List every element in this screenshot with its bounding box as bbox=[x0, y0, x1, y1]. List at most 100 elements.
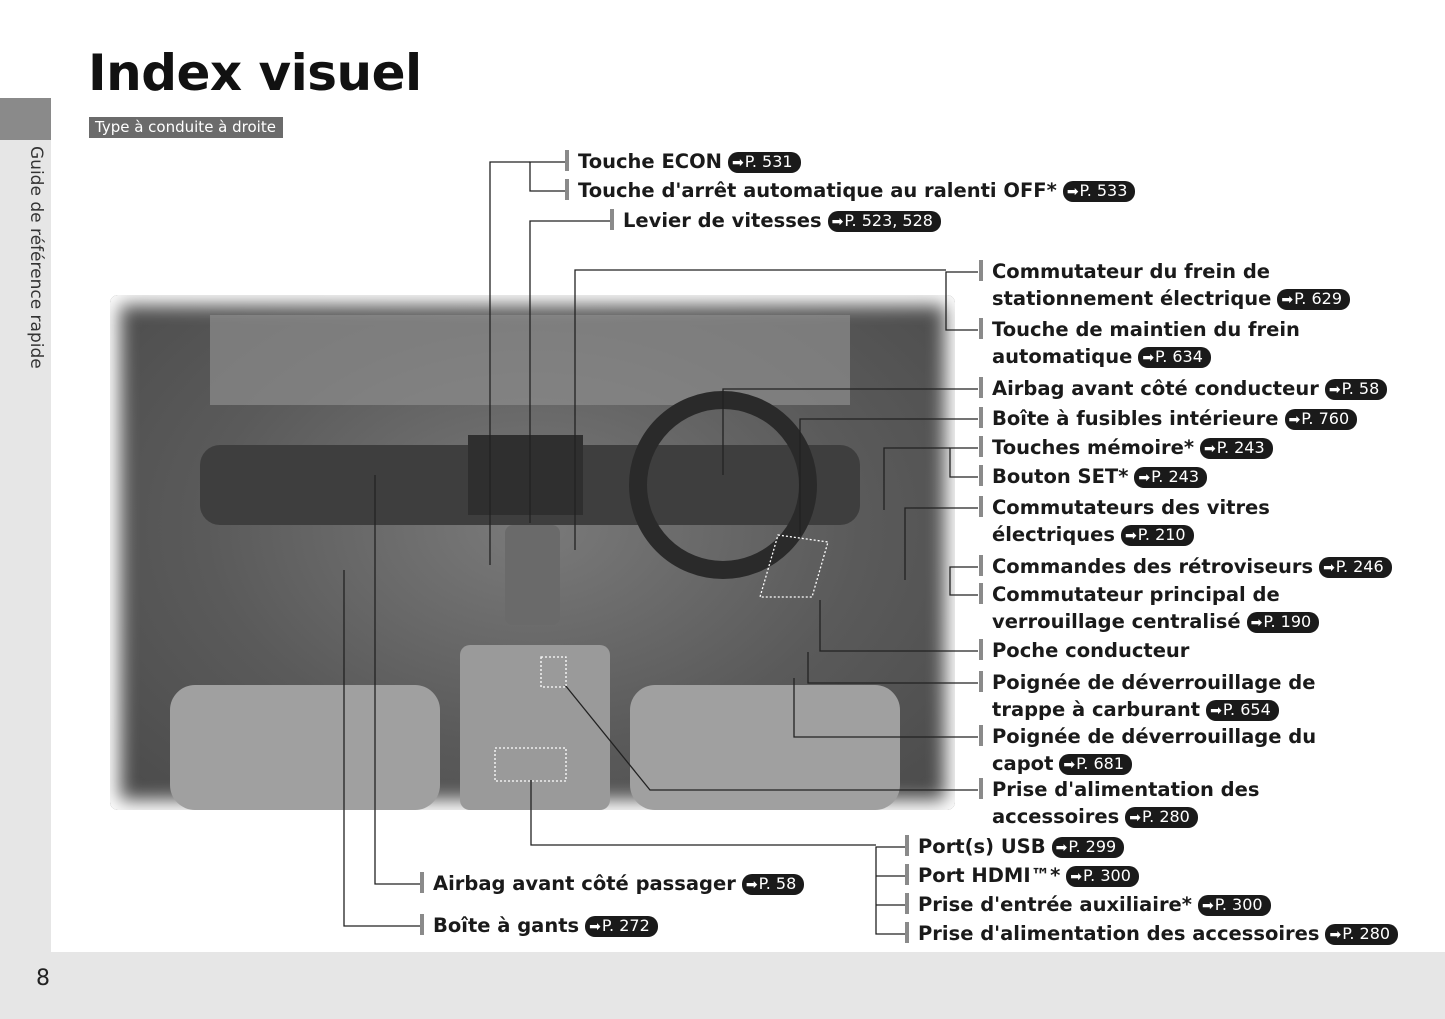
callout-text: verrouillage centralisé bbox=[992, 610, 1241, 633]
page-reference-text: P. 531 bbox=[744, 152, 793, 171]
callout-text: Levier de vitesses bbox=[623, 209, 822, 232]
callout-label: Prise d'entrée auxiliaire*➡P. 300 bbox=[905, 891, 1271, 918]
callout-marker bbox=[979, 318, 983, 339]
page-reference-link[interactable]: ➡P. 190 bbox=[1246, 612, 1320, 633]
callout-label: Commandes des rétroviseurs➡P. 246 bbox=[979, 553, 1392, 580]
arrow-right-icon: ➡ bbox=[1055, 840, 1068, 856]
page-reference-link[interactable]: ➡P. 760 bbox=[1284, 409, 1358, 430]
callout-marker bbox=[905, 835, 909, 856]
page-reference-link[interactable]: ➡P. 523, 528 bbox=[827, 211, 941, 232]
callout-text: Boîte à gants bbox=[433, 914, 580, 937]
arrow-right-icon: ➡ bbox=[1142, 350, 1155, 366]
callout-label: Port HDMI™*➡P. 300 bbox=[905, 862, 1139, 889]
callout-marker bbox=[979, 778, 983, 799]
callout-label: Poignée de déverrouillage de trappe à car… bbox=[979, 669, 1316, 723]
page-reference-text: P. 760 bbox=[1301, 409, 1350, 428]
callout-text: Prise d'entrée auxiliaire* bbox=[918, 893, 1192, 916]
callout-marker bbox=[979, 583, 983, 604]
callout-text: Prise d'alimentation des bbox=[992, 778, 1260, 801]
callout-label: Port(s) USB➡P. 299 bbox=[905, 833, 1125, 860]
callout-label: Touche ECON➡P. 531 bbox=[565, 148, 801, 175]
page-reference-text: P. 190 bbox=[1263, 612, 1312, 631]
page-reference-text: P. 299 bbox=[1068, 837, 1117, 856]
arrow-right-icon: ➡ bbox=[1329, 927, 1342, 943]
callout-marker bbox=[565, 150, 569, 171]
page-reference-link[interactable]: ➡P. 533 bbox=[1062, 181, 1136, 202]
callout-marker bbox=[979, 671, 983, 692]
page-reference-text: P. 58 bbox=[758, 874, 797, 893]
footer-bar bbox=[0, 952, 1445, 1019]
page-reference-link[interactable]: ➡P. 58 bbox=[1324, 379, 1388, 400]
page-reference-link[interactable]: ➡P. 280 bbox=[1325, 924, 1399, 945]
page-reference-link[interactable]: ➡P. 243 bbox=[1200, 438, 1273, 459]
page-reference-text: P. 243 bbox=[1151, 467, 1200, 486]
arrow-right-icon: ➡ bbox=[1066, 184, 1079, 200]
page-reference-link[interactable]: ➡P. 243 bbox=[1134, 467, 1208, 488]
callout-marker bbox=[979, 260, 983, 281]
callout-marker bbox=[420, 872, 424, 893]
page-reference-link[interactable]: ➡P. 629 bbox=[1277, 289, 1351, 310]
page-reference-text: P. 654 bbox=[1222, 700, 1271, 719]
page-reference-link[interactable]: ➡P. 300 bbox=[1066, 866, 1139, 887]
callout-label: Boîte à fusibles intérieure➡P. 760 bbox=[979, 405, 1358, 432]
callout-label: Commutateur principal de verrouillage cen… bbox=[979, 581, 1320, 635]
page-reference-text: P. 523, 528 bbox=[844, 211, 933, 230]
page-reference-text: P. 272 bbox=[601, 916, 650, 935]
arrow-right-icon: ➡ bbox=[1201, 898, 1214, 914]
sidebar-label: Guide de référence rapide bbox=[26, 146, 46, 369]
page-reference-text: P. 280 bbox=[1141, 807, 1190, 826]
callout-marker bbox=[979, 377, 983, 398]
callout-label: Airbag avant côté passager➡P. 58 bbox=[420, 870, 805, 897]
callout-label: Poche conducteur bbox=[979, 637, 1189, 664]
callout-text: trappe à carburant bbox=[992, 698, 1201, 721]
arrow-right-icon: ➡ bbox=[589, 919, 601, 935]
page-reference-link[interactable]: ➡P. 299 bbox=[1051, 837, 1125, 858]
callout-marker bbox=[979, 555, 983, 576]
callout-text: Port HDMI™* bbox=[918, 864, 1061, 887]
page-reference-text: P. 634 bbox=[1155, 347, 1203, 366]
page-reference-text: P. 246 bbox=[1335, 557, 1384, 576]
callout-text: Poignée de déverrouillage du bbox=[992, 725, 1317, 748]
section-tab bbox=[0, 98, 51, 140]
callout-text: Port(s) USB bbox=[918, 835, 1046, 858]
page-reference-link[interactable]: ➡P. 210 bbox=[1121, 525, 1194, 546]
page-reference-link[interactable]: ➡P. 634 bbox=[1138, 347, 1211, 368]
callout-marker bbox=[565, 179, 569, 200]
callout-marker bbox=[979, 639, 983, 660]
page-reference-text: P. 243 bbox=[1216, 438, 1265, 457]
page-reference-link[interactable]: ➡P. 681 bbox=[1059, 754, 1133, 775]
page-reference-link[interactable]: ➡P. 280 bbox=[1125, 807, 1198, 828]
callout-text: Commandes des rétroviseurs bbox=[992, 555, 1314, 578]
page-reference-text: P. 681 bbox=[1076, 754, 1125, 773]
callout-text: Poignée de déverrouillage de bbox=[992, 671, 1316, 694]
callout-marker bbox=[979, 407, 983, 428]
arrow-right-icon: ➡ bbox=[1129, 810, 1141, 826]
page-reference-link[interactable]: ➡P. 531 bbox=[727, 152, 801, 173]
page-reference-link[interactable]: ➡P. 58 bbox=[741, 874, 805, 895]
arrow-right-icon: ➡ bbox=[1328, 382, 1341, 398]
dashboard-image bbox=[110, 295, 955, 810]
callout-label: Touches mémoire*➡P. 243 bbox=[979, 434, 1273, 461]
arrow-right-icon: ➡ bbox=[1323, 560, 1335, 576]
arrow-right-icon: ➡ bbox=[1288, 412, 1301, 428]
callout-text: Touche de maintien du frein bbox=[992, 318, 1300, 341]
callout-text: automatique bbox=[992, 345, 1133, 368]
page-reference-link[interactable]: ➡P. 300 bbox=[1197, 895, 1271, 916]
arrow-right-icon: ➡ bbox=[1204, 441, 1216, 457]
callout-text: électriques bbox=[992, 523, 1115, 546]
page-reference-link[interactable]: ➡P. 246 bbox=[1319, 557, 1392, 578]
callout-text: stationnement électrique bbox=[992, 287, 1272, 310]
callout-label: Levier de vitesses➡P. 523, 528 bbox=[610, 207, 941, 234]
page-reference-link[interactable]: ➡P. 272 bbox=[585, 916, 658, 937]
page-reference-link[interactable]: ➡P. 654 bbox=[1206, 700, 1279, 721]
callout-marker bbox=[420, 914, 424, 935]
callout-text: Commutateur principal de bbox=[992, 583, 1280, 606]
arrow-right-icon: ➡ bbox=[731, 155, 744, 171]
callout-marker bbox=[610, 209, 614, 230]
subtitle-badge: Type à conduite à droite bbox=[89, 117, 283, 138]
